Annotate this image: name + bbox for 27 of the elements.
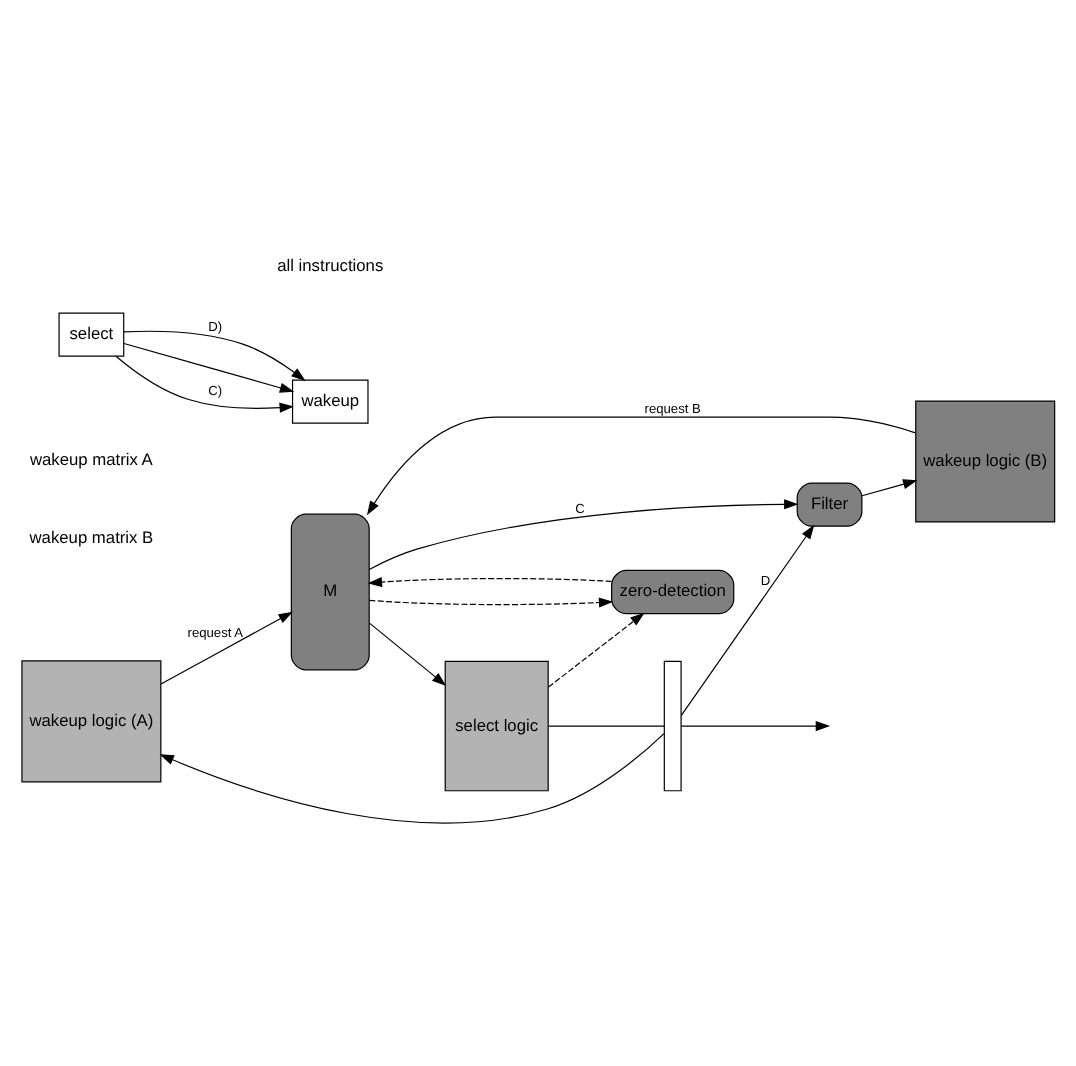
node-box: zero-detection	[611, 568, 735, 614]
node-box: select	[58, 311, 125, 356]
arrow	[680, 720, 831, 731]
label: all instructions	[277, 253, 384, 274]
connector	[547, 724, 665, 726]
arrow	[123, 329, 306, 380]
node-bar	[663, 659, 682, 791]
arrow	[115, 354, 294, 412]
arrow	[680, 523, 815, 716]
node-box: M	[290, 512, 370, 670]
arrow	[367, 576, 613, 587]
node-box: wakeup	[291, 378, 369, 423]
arrow	[123, 341, 295, 392]
arrow	[368, 498, 799, 570]
node-box: select logic	[444, 659, 549, 791]
node-box: Filter	[796, 481, 863, 526]
label: wakeup matrix A	[29, 447, 153, 468]
node-box: wakeup logic (B)	[915, 399, 1056, 522]
arrow	[159, 732, 665, 823]
arrow	[861, 478, 918, 496]
arrow	[366, 415, 916, 515]
arrow	[160, 610, 293, 684]
arrow	[368, 596, 614, 607]
arrow	[547, 611, 645, 687]
arrow	[368, 621, 447, 685]
node-box: wakeup logic (A)	[21, 659, 162, 782]
label: wakeup matrix B	[29, 525, 154, 546]
